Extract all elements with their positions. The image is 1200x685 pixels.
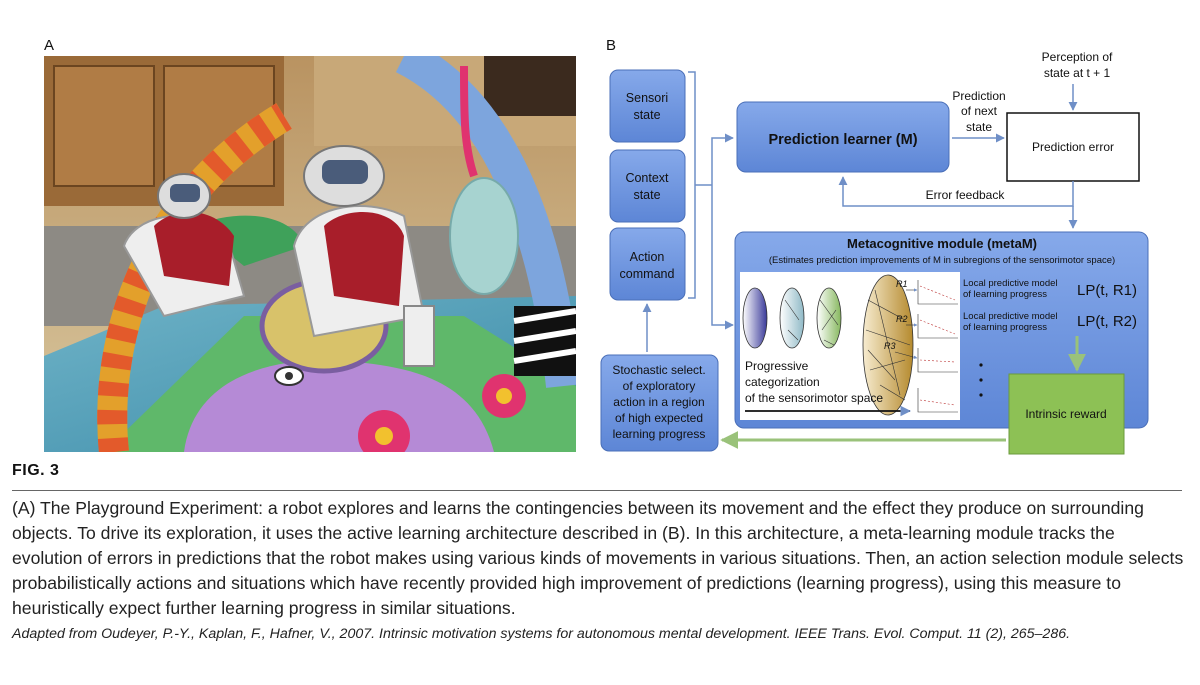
stochastic-line-4: of high expected xyxy=(615,411,703,425)
arrow-to-metacognitive xyxy=(711,185,734,330)
architecture-diagram: Sensori state Context state Action comma… xyxy=(600,50,1149,455)
prediction-error-label: Prediction error xyxy=(1032,140,1114,154)
intrinsic-reward-label: Intrinsic reward xyxy=(1025,407,1106,421)
region-r1: R1 xyxy=(896,279,908,289)
playground-photo xyxy=(44,56,576,452)
arrow-error-feedback xyxy=(838,176,1074,207)
prediction-learner-box xyxy=(736,101,950,173)
panel-a-label: A xyxy=(44,37,55,54)
link-r3 xyxy=(894,351,918,359)
oval-4-splits xyxy=(865,289,911,401)
panel-b-label: B xyxy=(606,37,617,54)
input-bracket xyxy=(688,71,696,299)
perception-line-2: state at t + 1 xyxy=(1044,66,1111,80)
progressive-line-3: of the sensorimotor space xyxy=(745,391,883,405)
local-model-1-line-1: Local predictive model xyxy=(963,278,1058,289)
region-r3: R3 xyxy=(884,341,896,351)
category-oval-3 xyxy=(816,287,842,349)
categorization-panel xyxy=(740,272,960,420)
metacognitive-subtitle: (Estimates prediction improvements of M … xyxy=(769,255,1115,266)
action-command-line-1: Action xyxy=(630,250,665,264)
sensori-state-line-1: Sensori xyxy=(626,91,668,105)
sensori-state-line-2: state xyxy=(633,108,660,122)
caption-rule xyxy=(12,490,1182,491)
stochastic-line-1: Stochastic select. xyxy=(612,363,705,377)
sensori-state-box xyxy=(609,69,686,143)
stochastic-line-3: action in a region xyxy=(613,395,704,409)
ellipsis-dots xyxy=(979,363,983,397)
local-model-2-line-2: of learning progress xyxy=(963,322,1047,333)
stochastic-line-5: learning progress xyxy=(613,427,706,441)
progressive-line-2: categorization xyxy=(745,375,820,389)
region-r2: R2 xyxy=(896,314,908,324)
stochastic-line-2: of exploratory xyxy=(623,379,696,393)
context-state-line-2: state xyxy=(633,188,660,202)
arrow-to-prediction-learner xyxy=(711,133,734,185)
category-oval-1 xyxy=(742,287,768,349)
mini-learning-curves xyxy=(917,280,958,413)
prediction-next-line-1: Prediction xyxy=(952,89,1005,103)
perception-line-1: Perception of xyxy=(1042,50,1113,64)
prediction-next-line-3: state xyxy=(966,120,992,134)
local-model-1-line-2: of learning progress xyxy=(963,289,1047,300)
progressive-line-1: Progressive xyxy=(745,359,809,373)
oval-3-splits xyxy=(819,299,839,346)
figure-credit: Adapted from Oudeyer, P.-Y., Kaplan, F.,… xyxy=(12,626,1071,642)
context-state-line-1: Context xyxy=(625,171,669,185)
action-command-box xyxy=(609,227,686,301)
lp-r1: LP(t, R1) xyxy=(1077,282,1137,299)
prediction-learner-label: Prediction learner (M) xyxy=(768,132,917,148)
local-model-2-line-1: Local predictive model xyxy=(963,311,1058,322)
prediction-next-line-2: of next xyxy=(961,104,998,118)
figure-caption: (A) The Playground Experiment: a robot e… xyxy=(12,498,1184,618)
lp-r2: LP(t, R2) xyxy=(1077,313,1137,330)
action-command-line-2: command xyxy=(620,267,675,281)
figure-label: FIG. 3 xyxy=(12,462,60,479)
stochastic-selection-box xyxy=(600,354,719,452)
context-state-box xyxy=(609,149,686,223)
error-feedback-label: Error feedback xyxy=(926,188,1006,202)
category-oval-2 xyxy=(779,287,805,349)
intrinsic-reward-box xyxy=(1008,373,1125,455)
oval-2-splits xyxy=(784,299,800,341)
metacognitive-title: Metacognitive module (metaM) xyxy=(847,236,1037,251)
